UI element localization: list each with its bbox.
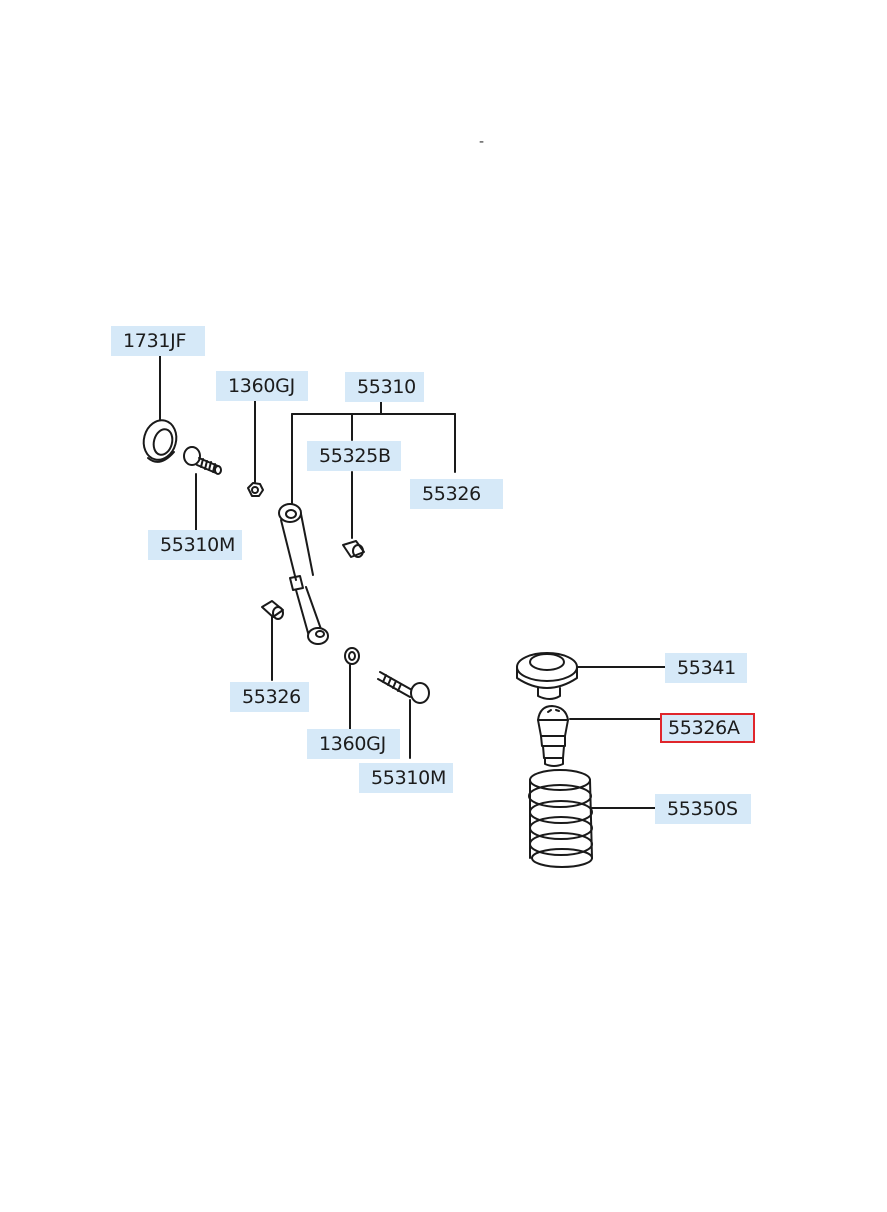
label-55326-right[interactable]: 55326 [410, 479, 503, 509]
label-55326-lower[interactable]: 55326 [230, 682, 309, 712]
label-1360gj-lower[interactable]: 1360GJ [307, 729, 400, 759]
leader-lines [159, 354, 666, 809]
label-55310m-lower[interactable]: 55310M [359, 763, 453, 793]
label-55326a-highlighted[interactable]: 55326A [660, 713, 755, 743]
bushing-55326-lower [261, 600, 284, 620]
label-1731jf[interactable]: 1731JF [111, 326, 205, 356]
upper-nut-1360gj [247, 482, 264, 497]
lower-bolt-55310m [377, 671, 430, 704]
coil-spring-55350s [528, 769, 593, 868]
label-55310m-left[interactable]: 55310M [148, 530, 242, 560]
lower-nut-1360gj [344, 647, 360, 665]
bump-stopper-55326a [537, 705, 569, 767]
label-55310[interactable]: 55310 [345, 372, 424, 402]
bushing-ring-1731jf [142, 419, 178, 463]
top-mark: - [479, 134, 485, 150]
shock-absorber-55310 [278, 503, 329, 645]
label-55350s[interactable]: 55350S [655, 794, 751, 824]
upper-bolt-55310m [183, 446, 222, 475]
label-55325b[interactable]: 55325B [307, 441, 401, 471]
bushing-55325b [342, 540, 365, 558]
label-1360gj-top[interactable]: 1360GJ [216, 371, 308, 401]
spring-seat-55341 [516, 652, 578, 700]
label-55341[interactable]: 55341 [665, 653, 747, 683]
